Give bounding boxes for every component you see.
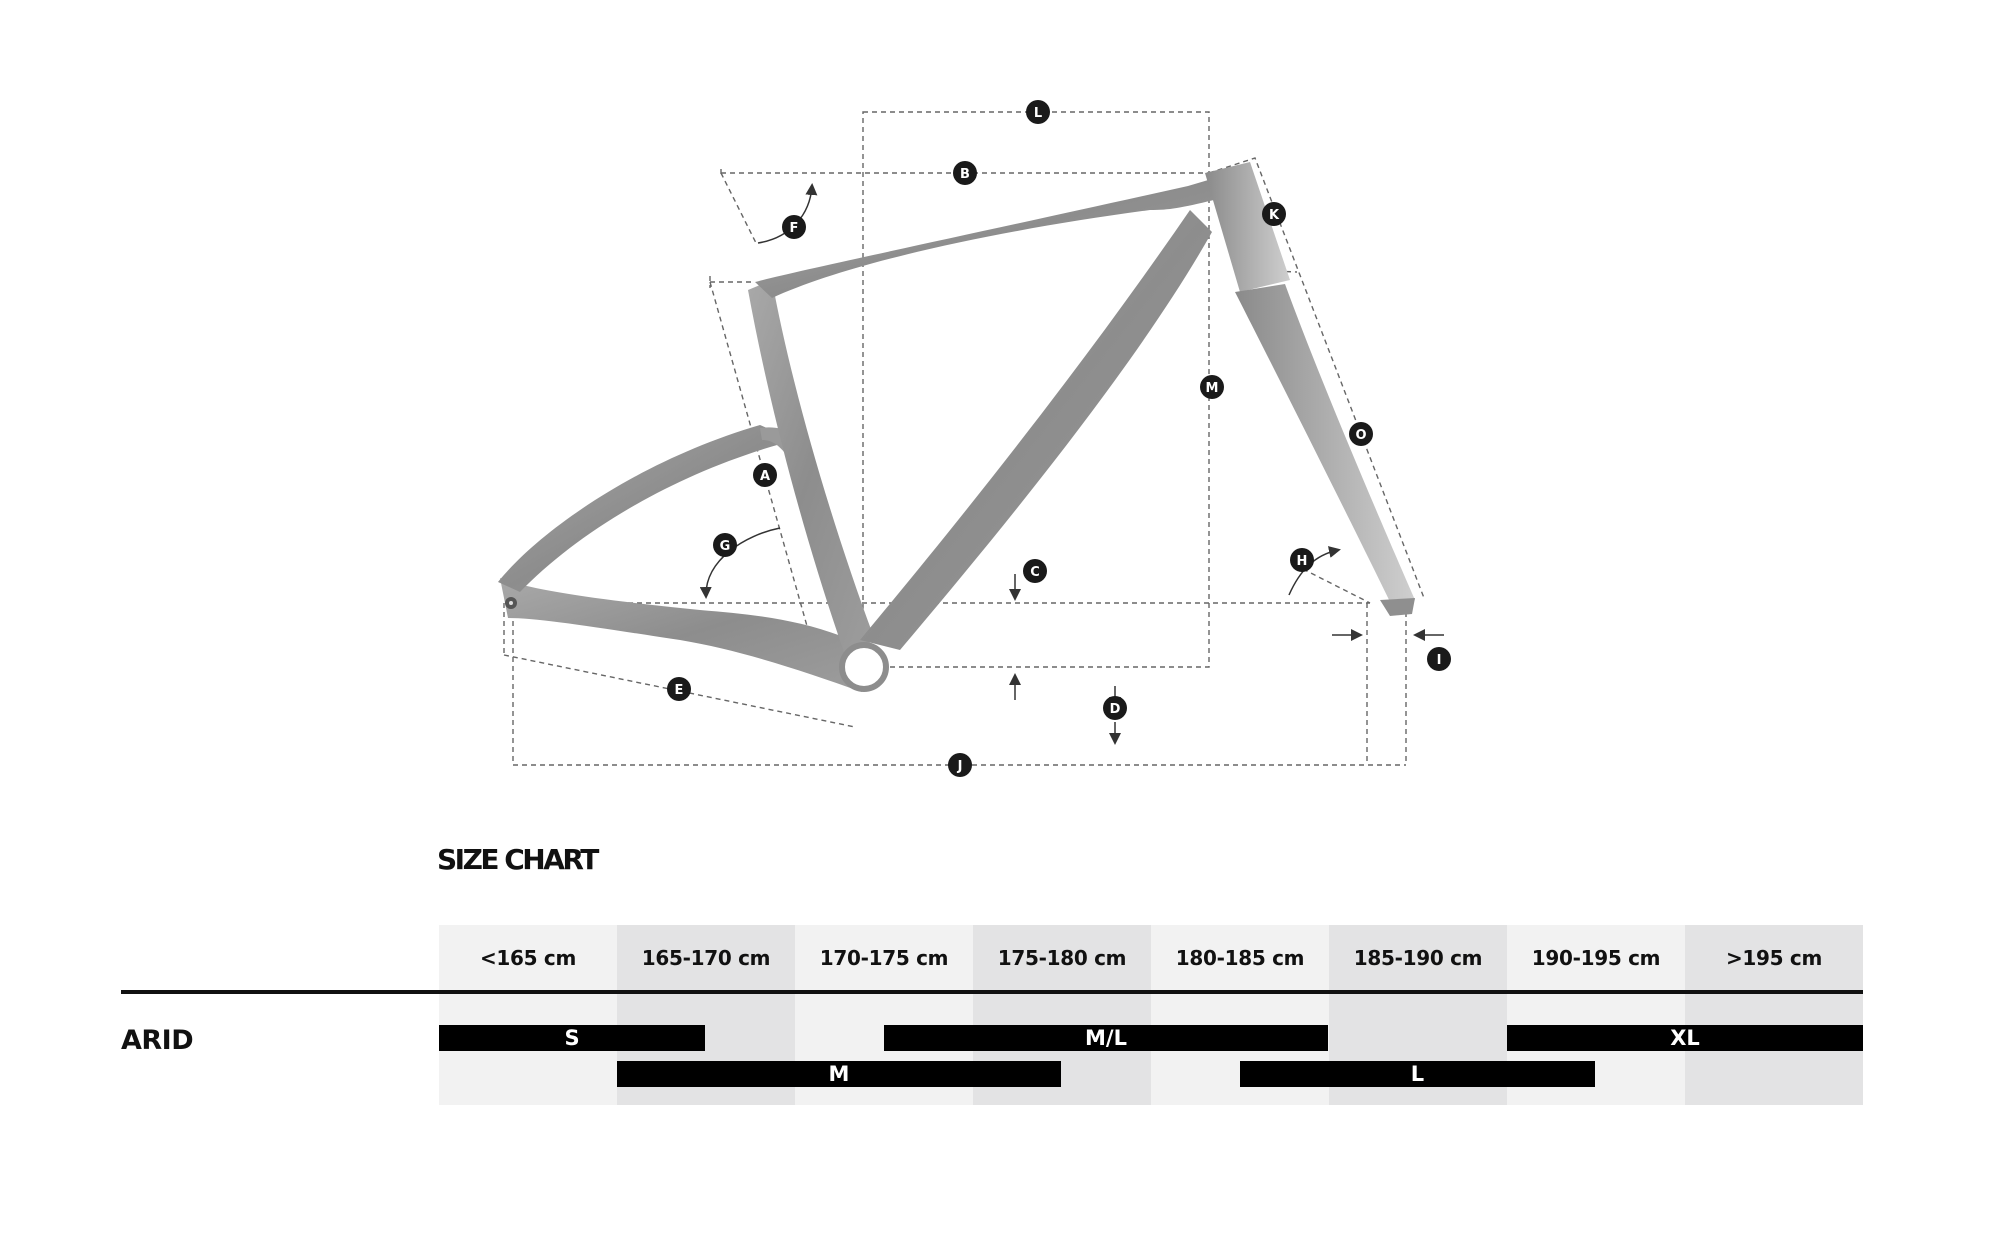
size-bar-s: S [439,1025,705,1051]
height-range-label: 190-195 cm [1531,946,1661,970]
svg-text:E: E [675,683,684,698]
size-chart-title: SIZE CHART [437,843,599,876]
dimension-marker-b: B [953,161,977,185]
bottom-bracket [839,642,889,692]
dimension-marker-j: J [948,753,972,777]
bike-frame [498,162,1415,692]
header-divider [121,990,1863,994]
model-name: ARID [121,1025,194,1056]
dimension-marker-f: F [782,215,806,239]
dimension-marker-g: G [713,533,737,557]
measurement-guides [503,111,1425,766]
dimension-markers: A B C D E F G H I J K L M O [667,100,1451,777]
dimension-marker-o: O [1349,422,1373,446]
svg-text:B: B [960,167,970,182]
dimension-marker-d: D [1103,696,1127,720]
chainstay [500,578,870,692]
svg-text:O: O [1355,428,1366,443]
seat-tube [748,280,875,655]
svg-text:H: H [1297,554,1308,569]
svg-text:G: G [720,539,731,554]
height-range-label: 180-185 cm [1175,946,1305,970]
size-bar-l: L [1240,1061,1595,1087]
svg-text:M: M [1206,381,1219,396]
height-range-label: 175-180 cm [997,946,1127,970]
dimension-marker-i: I [1427,647,1451,671]
svg-text:K: K [1269,208,1280,223]
dimension-marker-e: E [667,677,691,701]
svg-text:L: L [1034,106,1042,121]
dimension-marker-h: H [1290,548,1314,572]
svg-text:D: D [1110,702,1121,717]
dimension-marker-a: A [753,463,777,487]
top-tube [755,178,1215,298]
svg-text:F: F [790,221,799,236]
height-range-label: 170-175 cm [819,946,949,970]
height-range-label: 165-170 cm [641,946,771,970]
down-tube [860,210,1212,650]
dimension-marker-m: M [1200,375,1224,399]
svg-text:J: J [957,759,963,774]
dimension-marker-l: L [1026,100,1050,124]
height-column: <165 cm [439,925,617,1105]
svg-text:I: I [1437,653,1442,668]
size-chart: <165 cm 165-170 cm 170-175 cm 175-180 cm… [0,925,2000,1105]
fork [1235,284,1415,612]
size-bar-m: M [617,1061,1061,1087]
head-tube [1205,162,1290,292]
svg-text:C: C [1030,565,1040,580]
dimension-marker-k: K [1262,202,1286,226]
height-range-label: <165 cm [479,946,577,970]
height-range-label: 185-190 cm [1353,946,1483,970]
size-bar-xl: XL [1507,1025,1863,1051]
height-column: >195 cm [1685,925,1863,1105]
dimension-marker-c: C [1023,559,1047,583]
frame-geometry-diagram: A B C D E F G H I J K L M O [498,100,1451,777]
height-range-label: >195 cm [1725,946,1823,970]
seatstay [498,425,795,592]
size-bar-ml: M/L [884,1025,1328,1051]
svg-text:A: A [760,469,770,484]
